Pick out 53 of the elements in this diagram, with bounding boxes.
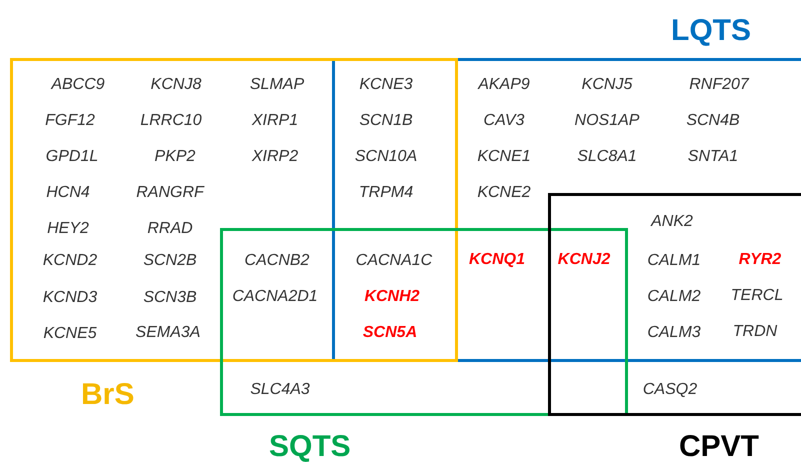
gene-name: SCN4B [686, 111, 740, 131]
gene-name: SLC8A1 [577, 147, 637, 167]
group-title: CPVT [679, 429, 760, 462]
group-title: SQTS [269, 429, 351, 462]
gene-name: SCN5A [362, 323, 418, 343]
gene-name: SLC4A3 [250, 380, 310, 400]
gene-name: GPD1L [46, 147, 98, 167]
gene-name: KCNE1 [477, 147, 531, 167]
gene-name: FGF12 [45, 111, 95, 131]
gene-name: SEMA3A [136, 323, 200, 343]
gene-name: CALM3 [647, 323, 701, 343]
gene-name: SCN3B [143, 288, 197, 308]
gene-name: HCN4 [46, 183, 90, 203]
gene-name: KCNJ2 [558, 250, 610, 270]
gene-name: CASQ2 [642, 380, 698, 400]
gene-name: TRDN [732, 322, 778, 342]
gene-name: KCND2 [42, 251, 98, 271]
gene-name: SCN2B [143, 251, 197, 271]
gene-name: KCND3 [42, 288, 98, 308]
gene-name: SCN10A [354, 147, 418, 167]
gene-name: ABCC9 [51, 75, 105, 95]
gene-name: RNF207 [689, 75, 749, 95]
gene-name: KCNJ8 [150, 75, 202, 95]
gene-name: CAV3 [484, 111, 524, 131]
gene-name: SLMAP [250, 75, 304, 95]
gene-name: KCNQ1 [469, 250, 525, 270]
gene-name: KCNH2 [364, 287, 420, 307]
gene-name: KCNJ5 [582, 75, 632, 95]
gene-name: RRAD [147, 219, 193, 239]
gene-name: CACNA2D1 [232, 287, 318, 307]
gene-name: SCN1B [359, 111, 413, 131]
gene-name: HEY2 [47, 219, 89, 239]
gene-name: CACNA1C [356, 251, 432, 271]
gene-name: KCNE5 [43, 324, 97, 344]
gene-name: ANK2 [651, 212, 693, 232]
gene-name: RANGRF [136, 183, 204, 203]
gene-name: AKAP9 [478, 75, 530, 95]
gene-name: SNTA1 [688, 147, 738, 167]
gene-name: XIRP2 [252, 147, 298, 167]
gene-name: CACNB2 [244, 251, 310, 271]
gene-name: NOS1AP [574, 111, 640, 131]
gene-name: XIRP1 [252, 111, 298, 131]
gene-name: KCNE2 [477, 183, 531, 203]
gene-name: KCNE3 [359, 75, 413, 95]
gene-name: RYR2 [738, 250, 782, 270]
gene-name: PKP2 [154, 147, 196, 167]
gene-name: TRPM4 [358, 183, 414, 203]
group-title: BrS [81, 377, 134, 413]
gene-name: CALM1 [647, 251, 701, 271]
gene-name: CALM2 [647, 287, 701, 307]
gene-name: TERCL [730, 286, 784, 306]
group-title: LQTS [671, 13, 751, 49]
gene-name: LRRC10 [140, 111, 202, 131]
